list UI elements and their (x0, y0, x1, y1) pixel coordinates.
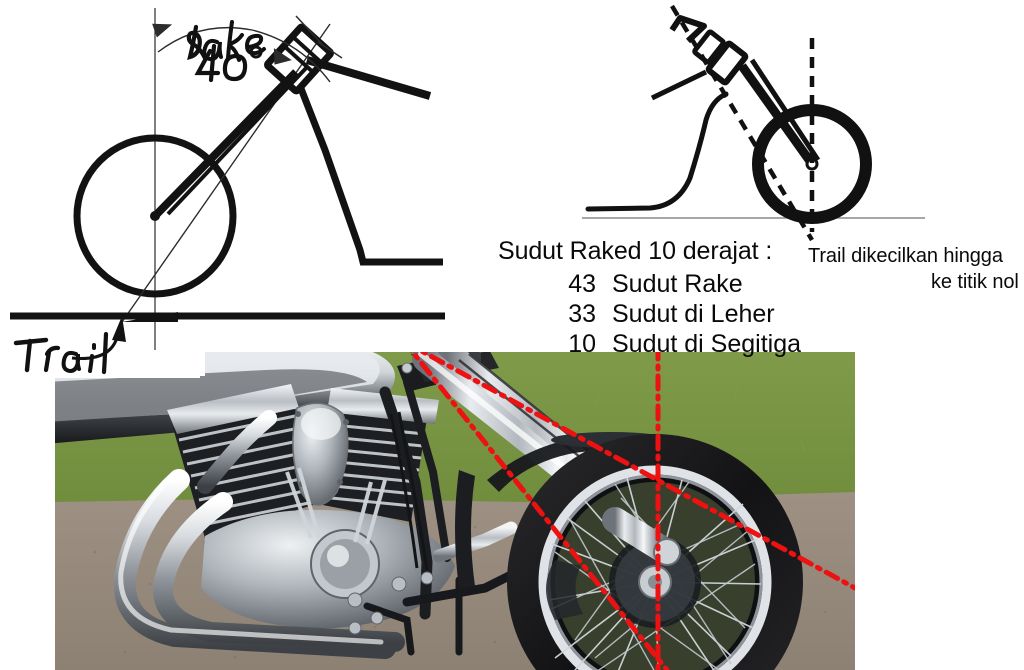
right-fork-outer (738, 63, 816, 167)
right-lower-bar (650, 69, 708, 101)
steering-axis-line (409, 352, 670, 670)
rake-angle-handwritten-label (194, 43, 263, 83)
caption-label-0: Sudut Rake (612, 270, 743, 298)
right-steering-axis-dashed (670, 4, 814, 242)
front-wheel-circle (73, 134, 237, 298)
caption-label-1: Sudut di Leher (612, 300, 775, 328)
trail-callout-arrowhead (112, 316, 126, 342)
caption-title: Sudut Raked 10 derajat : (498, 237, 773, 265)
red-annotation-lines (409, 352, 855, 670)
trail-wedge (122, 312, 178, 322)
caption-value-2: 10 (568, 330, 596, 358)
fork-axis-line (418, 352, 855, 591)
rake-arc (157, 26, 331, 83)
fork-leg-inner (166, 64, 310, 216)
caption-label-2: Sudut di Segitiga (612, 330, 802, 358)
rake-handwritten-label (186, 20, 266, 62)
trail-note-line-2: ke titik nol (931, 271, 1019, 293)
right-handlebar (669, 15, 707, 44)
right-fork-inner (749, 58, 821, 162)
fork-leg-outer (152, 69, 299, 219)
handlebar (305, 56, 432, 100)
chopper-photograph (55, 352, 855, 670)
trail-handwritten-label (13, 331, 109, 375)
trail-note-line-1: Trail dikecilkan hingga (808, 245, 1003, 267)
rake-arrow-right (273, 48, 292, 65)
frame-downtube (296, 84, 443, 266)
right-frame-silhouette (585, 91, 729, 212)
left-diagram-ink (0, 0, 470, 376)
caption-value-0: 43 (568, 270, 596, 298)
photo-artwork (55, 352, 855, 670)
right-diagram-ink (582, 4, 925, 242)
caption-value-1: 33 (568, 300, 596, 328)
rake-arrow-left (152, 23, 173, 38)
